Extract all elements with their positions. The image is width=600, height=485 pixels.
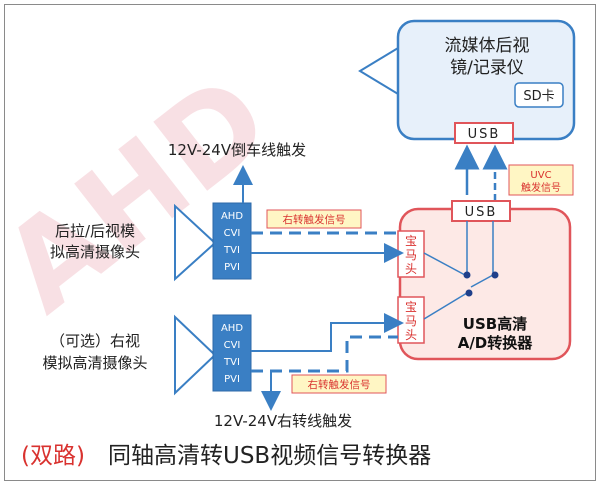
- title-main: 同轴高清转USB视频信号转换器: [108, 443, 431, 469]
- right-format-tvi: TVI: [223, 357, 240, 368]
- port-bottom-char-3: 头: [405, 328, 417, 342]
- right-camera-label-1: （可选）右视: [50, 332, 140, 350]
- converter-name-1: USB高清: [463, 315, 527, 333]
- converter-name-2: A/D转换器: [458, 334, 534, 352]
- sd-card-slot: [514, 82, 564, 108]
- switch-node-b: [465, 289, 473, 297]
- rear-camera-label-1: 后拉/后视模: [55, 222, 135, 240]
- right-camera-label-2: 模拟高清摄像头: [42, 354, 147, 372]
- rear-signal-label-box: [266, 209, 362, 229]
- rear-format-pvi: PVI: [224, 262, 240, 273]
- reverse-trigger-label: 12V-24V倒车线触发: [168, 141, 306, 159]
- rear-camera-cone-icon: [174, 203, 217, 282]
- uvc-label-2: 触发信号: [521, 181, 561, 194]
- right-signal-label-box: [291, 374, 387, 394]
- switch-node-a: [463, 271, 471, 279]
- sd-card-label: SD卡: [523, 89, 554, 104]
- converter-usb-port: [451, 200, 511, 222]
- usb-link-arrows: UVC 触发信号: [454, 144, 574, 201]
- right-format-cvi: CVI: [224, 340, 241, 351]
- converter-port-bottom: [397, 296, 425, 344]
- converter-device: USB 宝 马 头 宝 马 头 USB高清 A/D转换器: [397, 200, 572, 361]
- right-signal-label: 右转触发信号: [308, 378, 371, 391]
- diagram-frame: AHD 流媒体后视 镜/记录仪 SD卡 USB UVC 触发信号 USB 宝 马…: [4, 4, 596, 481]
- switch-line-bottom: [423, 292, 468, 320]
- port-top-char-2: 马: [405, 248, 417, 262]
- diagram-title: (双路) 同轴高清转USB视频信号转换器: [21, 443, 431, 469]
- uvc-label-1: UVC: [530, 170, 551, 181]
- right-video-line: [251, 313, 404, 352]
- right-trigger-dashed-line: [251, 335, 398, 373]
- switch-line-top: [423, 252, 466, 276]
- recorder-usb-label: USB: [468, 127, 501, 142]
- rear-camera-format-box: [212, 202, 252, 280]
- right-turn-trigger-label: 12V-24V右转线触发: [214, 412, 352, 430]
- recorder-title-1: 流媒体后视: [445, 36, 530, 56]
- rear-camera: 后拉/后视模 拟高清摄像头 AHD CVI TVI PVI 12V-24V倒车线…: [50, 141, 404, 282]
- rear-signal-label: 右转触发信号: [283, 213, 346, 226]
- switch-node-c: [491, 271, 499, 279]
- converter-usb-label: USB: [465, 205, 498, 220]
- recorder-title-2: 镜/记录仪: [450, 58, 524, 78]
- port-top-char-3: 头: [405, 262, 417, 276]
- diagram-canvas: AHD 流媒体后视 镜/记录仪 SD卡 USB UVC 触发信号 USB 宝 马…: [5, 19, 576, 469]
- svg-text:AHD: AHD: [5, 50, 295, 340]
- right-camera: （可选）右视 模拟高清摄像头 AHD CVI TVI PVI 右转触发信号 12…: [42, 313, 404, 430]
- right-camera-format-box: [212, 314, 252, 392]
- rear-camera-label-2: 拟高清摄像头: [50, 243, 140, 261]
- recorder-device: 流媒体后视 镜/记录仪 SD卡 USB: [358, 19, 576, 144]
- title-prefix: (双路): [21, 443, 85, 469]
- right-format-pvi: PVI: [224, 374, 240, 385]
- rear-format-cvi: CVI: [224, 228, 241, 239]
- uvc-label-box: [508, 164, 574, 196]
- recorder-cone-icon: [358, 43, 404, 99]
- port-bottom-char-2: 马: [405, 314, 417, 328]
- port-bottom-char-1: 宝: [405, 300, 417, 314]
- recorder-usb-port: [454, 122, 514, 144]
- rear-format-ahd: AHD: [221, 211, 243, 222]
- right-camera-cone-icon: [174, 314, 217, 396]
- switch-blade: [470, 274, 494, 288]
- right-format-ahd: AHD: [221, 323, 243, 334]
- rear-format-tvi: TVI: [223, 245, 240, 256]
- watermark: AHD: [5, 50, 295, 340]
- port-top-char-1: 宝: [405, 234, 417, 248]
